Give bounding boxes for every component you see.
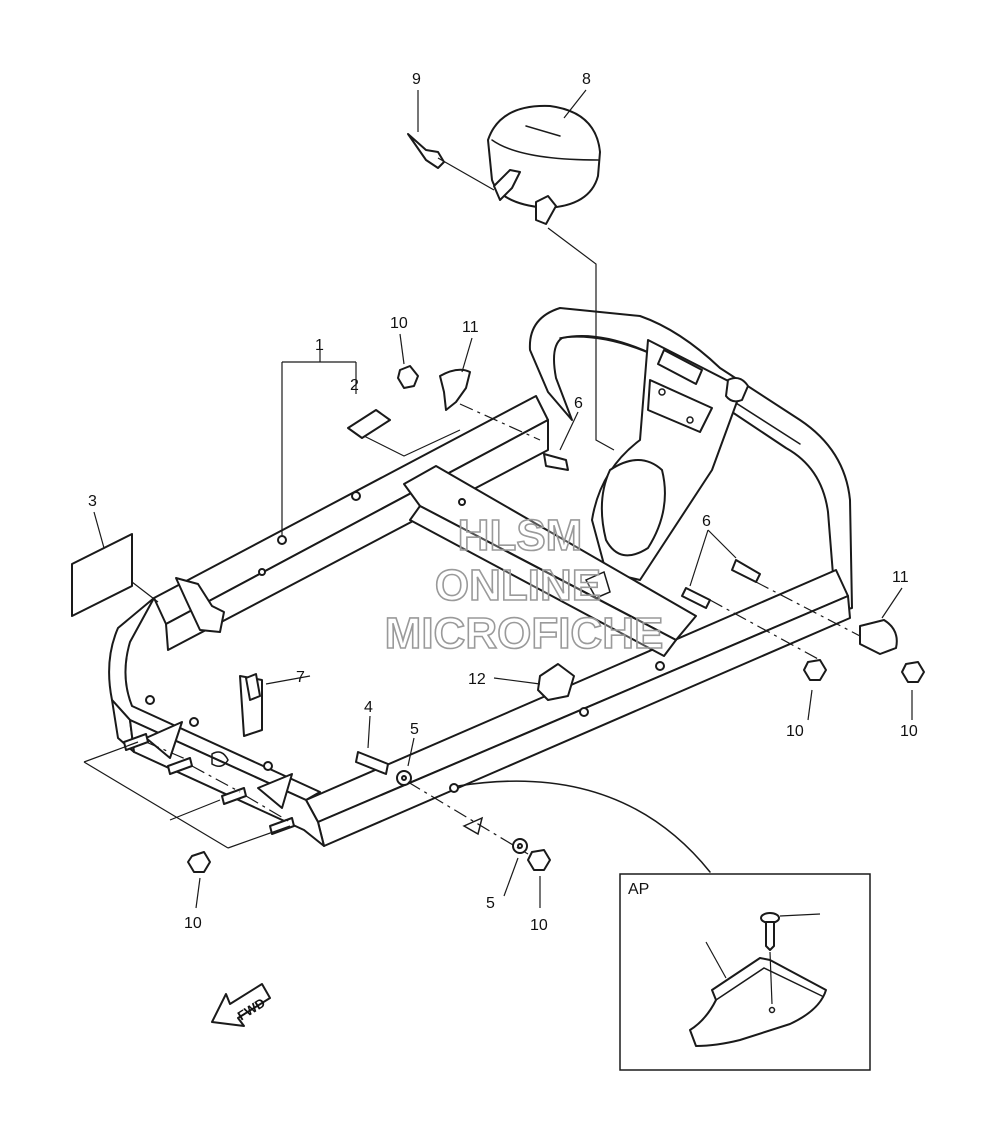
watermark: HLSM ONLINE MICROFICHE [384,510,664,659]
callout-7: 7 [296,669,305,686]
watermark-line-2: ONLINE [435,561,601,610]
callout-11: 11 [462,319,479,336]
alignment-dashes [145,403,861,873]
part-10-nuts [187,365,925,873]
watermark-line-3: MICROFICHE [385,609,664,658]
callout-5: 5 [410,721,419,738]
callout-1: 1 [315,337,324,354]
callout-10: 10 [530,917,548,934]
part-4-bolt [355,751,389,775]
leader-lines [83,89,913,909]
part-5-washers [396,770,528,854]
callout-4: 4 [364,699,373,716]
callout-8: 8 [582,71,591,88]
callout-10: 10 [390,315,408,332]
fwd-direction-arrow: FWD [211,983,271,1027]
part-2-grommet [347,409,391,439]
callout-11: 11 [892,569,909,586]
callout-6: 6 [702,513,711,530]
watermark-line-1: HLSM [458,511,583,560]
part-12-clamp [537,663,575,701]
inset-label: AP [628,881,649,898]
part-7-strap [245,673,261,701]
callout-10: 10 [900,723,918,740]
part-11-clip-right [859,619,898,655]
callout-12: 12 [468,671,486,688]
callout-3: 3 [88,493,97,510]
part-8-seat-cushion [487,104,601,225]
inset-ap: AP [619,873,871,1071]
callout-10: 10 [184,915,202,932]
chassis-frame [108,395,851,847]
callout-10: 10 [786,723,804,740]
callout-9: 9 [412,71,421,88]
part-9-rivet [407,133,445,169]
rear-hoop [528,307,853,613]
callout-2: 2 [350,377,359,394]
part-14-screw [705,912,821,1005]
callout-6: 6 [574,395,583,412]
callout-5: 5 [486,895,495,912]
part-13-cover [689,957,827,1047]
part-3-label [71,533,133,617]
part-11-clip-upper [439,368,471,411]
